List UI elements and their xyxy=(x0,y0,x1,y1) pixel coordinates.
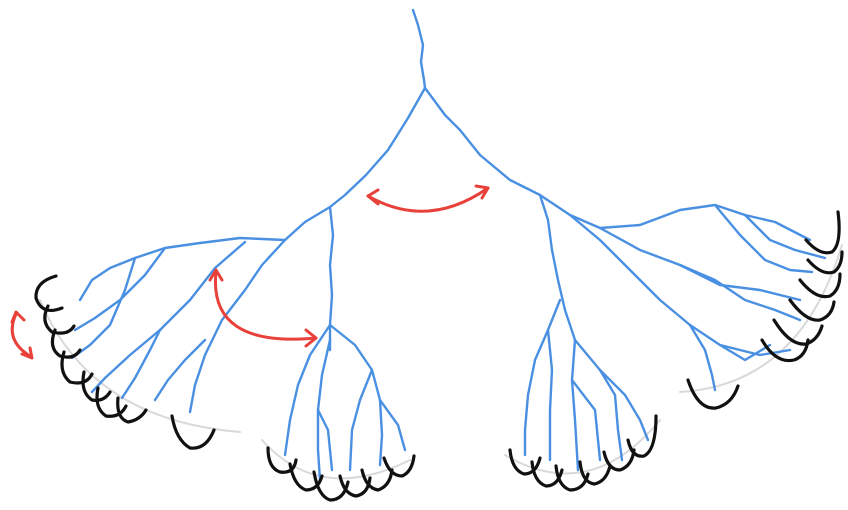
center-right-c xyxy=(572,340,578,470)
left-wing-low-twig xyxy=(122,330,160,398)
center-right-b xyxy=(548,330,552,460)
center-right-stem xyxy=(540,195,575,340)
center-left-b xyxy=(318,340,330,480)
right-wing-low xyxy=(570,215,790,355)
center-left-d xyxy=(350,370,372,470)
envelope-arcs xyxy=(40,245,842,478)
left-wing-inner-twig xyxy=(155,340,205,400)
tip-hook xyxy=(806,212,839,253)
envelope-arc-center-right xyxy=(505,420,660,474)
arrow-middle-left-curve xyxy=(215,272,316,339)
center-left-f xyxy=(318,410,332,470)
arrow-far-left xyxy=(12,312,32,358)
arrow-top-center-curve xyxy=(368,188,488,211)
arrowhead-up xyxy=(12,312,24,322)
left-wing-stem xyxy=(80,238,285,300)
arrow-far-left-curve xyxy=(12,314,30,356)
right-wing-upper xyxy=(715,205,812,272)
left-main-branch xyxy=(285,88,425,240)
arrow-top-center xyxy=(368,186,488,211)
right-wing-mid-twig xyxy=(680,265,800,320)
left-wing-low xyxy=(92,242,245,392)
center-left-e xyxy=(380,400,405,450)
center-right-a xyxy=(525,300,560,455)
arrowhead-left xyxy=(368,190,378,204)
right-main-branch xyxy=(425,88,540,195)
tips xyxy=(36,212,842,500)
envelope-arc-left xyxy=(40,300,240,432)
trunk xyxy=(413,10,425,88)
tip-hook xyxy=(790,300,834,320)
left-wing-upper xyxy=(75,248,165,330)
right-wing-stem xyxy=(540,195,810,240)
rotation-arrows xyxy=(12,186,488,358)
arrow-middle-left xyxy=(210,270,316,346)
tip-hook xyxy=(800,274,840,297)
center-left-c xyxy=(330,325,382,465)
